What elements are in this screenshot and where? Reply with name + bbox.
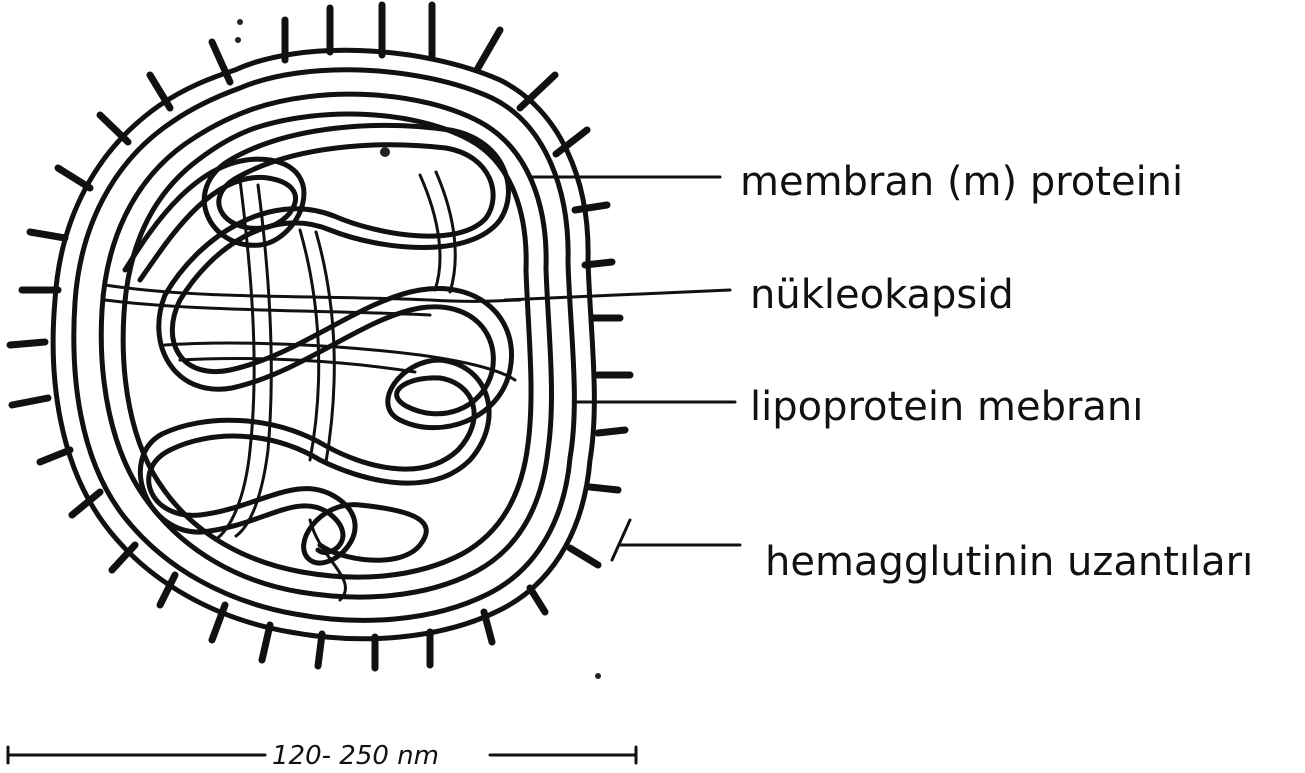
spike [575,205,607,210]
spike [12,398,48,405]
label-nucleocapsid: nükleokapsid [750,272,1014,318]
label-lipoprotein-membrane: lipoprotein mebranı [750,384,1143,430]
label-membrane-protein: membran (m) proteini [740,159,1183,205]
nucleocapsid-coil [105,125,520,600]
leader-hemagglutinin [612,520,630,560]
spike [262,625,270,660]
spike [570,548,598,565]
scale-bar-label: 120- 250 nm [272,741,439,771]
spike [478,30,500,68]
speck [235,37,241,43]
leader-nucleocapsid [505,290,730,300]
spike [10,342,45,345]
label-hemagglutinin: hemagglutinin uzantıları [765,539,1253,585]
spike [590,487,618,490]
spike [520,75,555,108]
speck [380,147,390,157]
speck [595,673,601,679]
spike [30,232,65,238]
spike [40,450,70,462]
speck [237,19,243,25]
scale-bar: 120- 250 nm [8,741,636,771]
spike [598,430,625,433]
